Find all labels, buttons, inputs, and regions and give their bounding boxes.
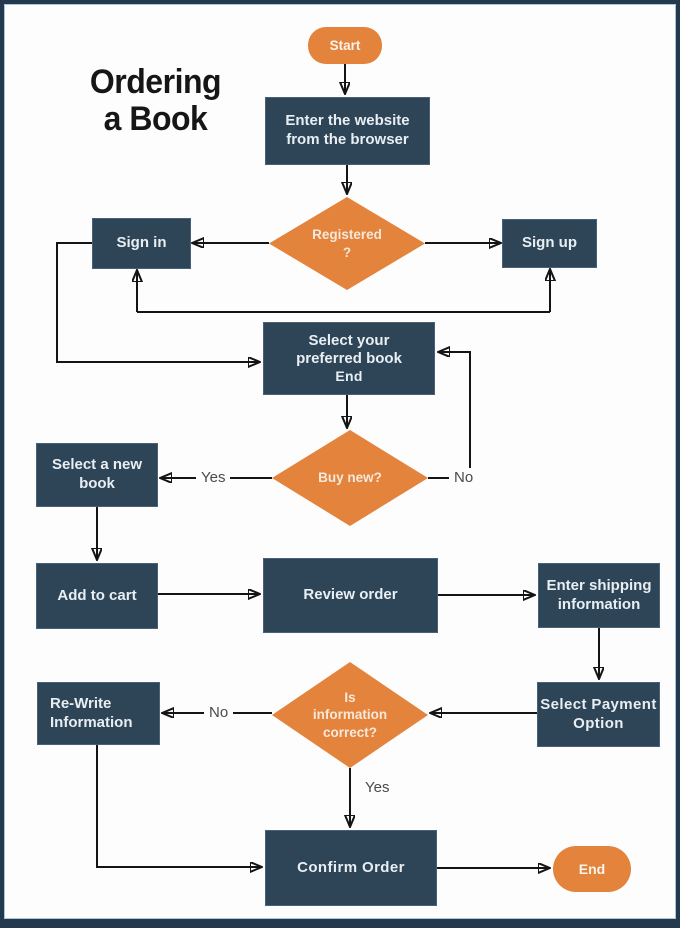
edge-label-info-correct-no: No xyxy=(204,703,234,722)
edge-rewrite-to-confirm xyxy=(96,745,260,867)
node-review-order: Review order xyxy=(263,558,438,633)
node-confirm-order: Confirm Order xyxy=(265,830,437,906)
sign-in-label: Sign in xyxy=(116,234,167,252)
enter-shipping-label: Enter shipping information xyxy=(546,576,652,613)
end-label: End xyxy=(578,861,606,877)
buy-new-label: Buy new? xyxy=(318,470,382,486)
edge-signin-to-selectpreferred xyxy=(56,242,258,362)
node-start: Start xyxy=(308,27,382,64)
node-select-new-book: Select a new book xyxy=(36,443,158,507)
node-end: End xyxy=(553,846,631,892)
review-order-label: Review order xyxy=(303,586,398,604)
page-title: Ordering a Book xyxy=(89,63,222,139)
info-correct-label: Is information correct? xyxy=(312,689,388,740)
node-sign-in: Sign in xyxy=(92,218,191,269)
node-enter-shipping: Enter shipping information xyxy=(538,563,660,628)
node-select-preferred-book: Select your preferred book End xyxy=(263,322,435,395)
rewrite-information-label: Re-Write Information xyxy=(50,694,133,731)
start-label: Start xyxy=(329,38,361,53)
select-new-book-label: Select a new book xyxy=(51,456,143,492)
edge-label-buy-new-no: No xyxy=(449,468,479,487)
node-enter-website: Enter the website from the browser xyxy=(265,97,430,165)
edge-label-buy-new-yes: Yes xyxy=(196,468,231,487)
select-payment-label: Select Payment Option xyxy=(540,695,657,732)
node-rewrite-information: Re-Write Information xyxy=(37,682,160,745)
node-select-payment: Select Payment Option xyxy=(537,682,660,747)
edge-label-info-correct-yes: Yes xyxy=(365,779,390,796)
select-preferred-label: Select your preferred book xyxy=(296,331,402,368)
confirm-order-label: Confirm Order xyxy=(297,858,405,876)
node-sign-up: Sign up xyxy=(502,219,597,268)
enter-website-label: Enter the website from the browser xyxy=(285,112,410,148)
node-add-to-cart: Add to cart xyxy=(36,563,158,629)
registered-label: Registered ? xyxy=(312,226,382,260)
sign-up-label: Sign up xyxy=(522,234,577,252)
add-to-cart-label: Add to cart xyxy=(57,586,137,604)
select-preferred-sublabel: End xyxy=(335,368,363,384)
